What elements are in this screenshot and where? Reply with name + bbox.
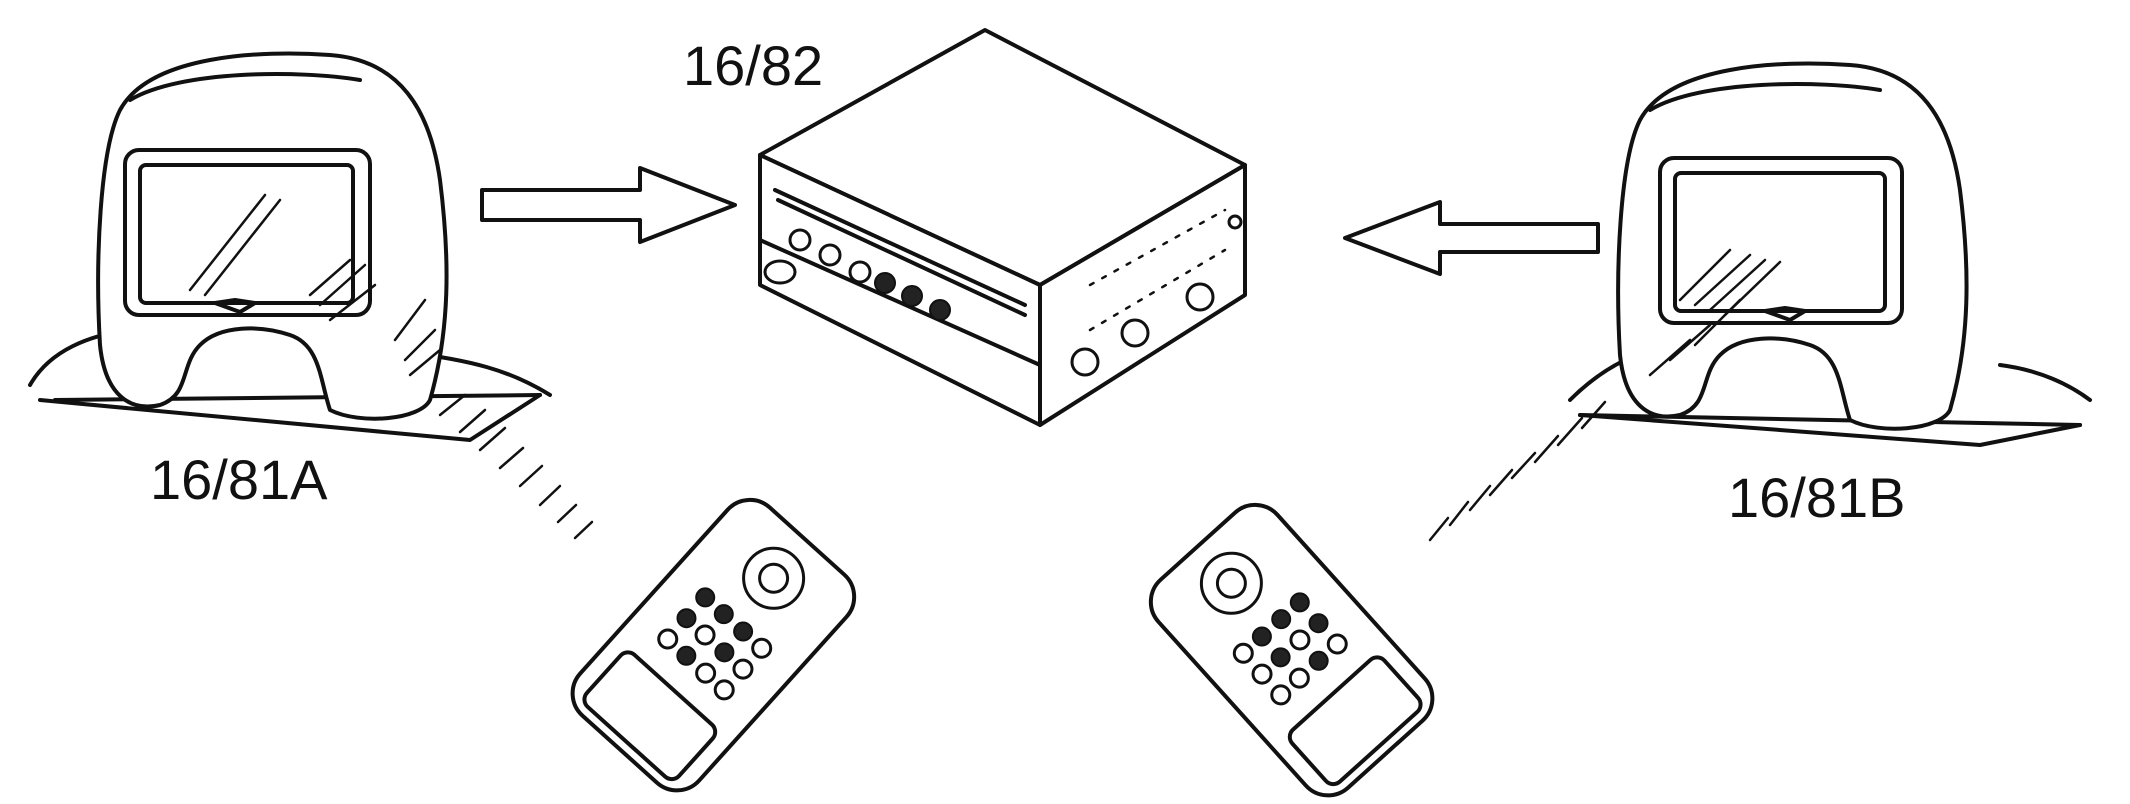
ir-signal-left-icon [438,393,594,540]
headrest-monitor-right-icon [1568,61,2092,447]
headrest-monitor-left-icon [28,51,552,442]
label-headrest-left: 16/81A [150,448,328,511]
remote-control-right-icon [1148,502,1435,798]
arrow-right-icon [480,166,737,244]
arrow-left-icon [1343,200,1600,276]
dvd-player-icon [758,28,1247,427]
label-dvd-player: 16/82 [683,34,824,97]
remote-control-left-icon [570,497,857,793]
ir-signal-right-icon [1428,400,1607,542]
label-headrest-right: 16/81B [1728,466,1906,529]
